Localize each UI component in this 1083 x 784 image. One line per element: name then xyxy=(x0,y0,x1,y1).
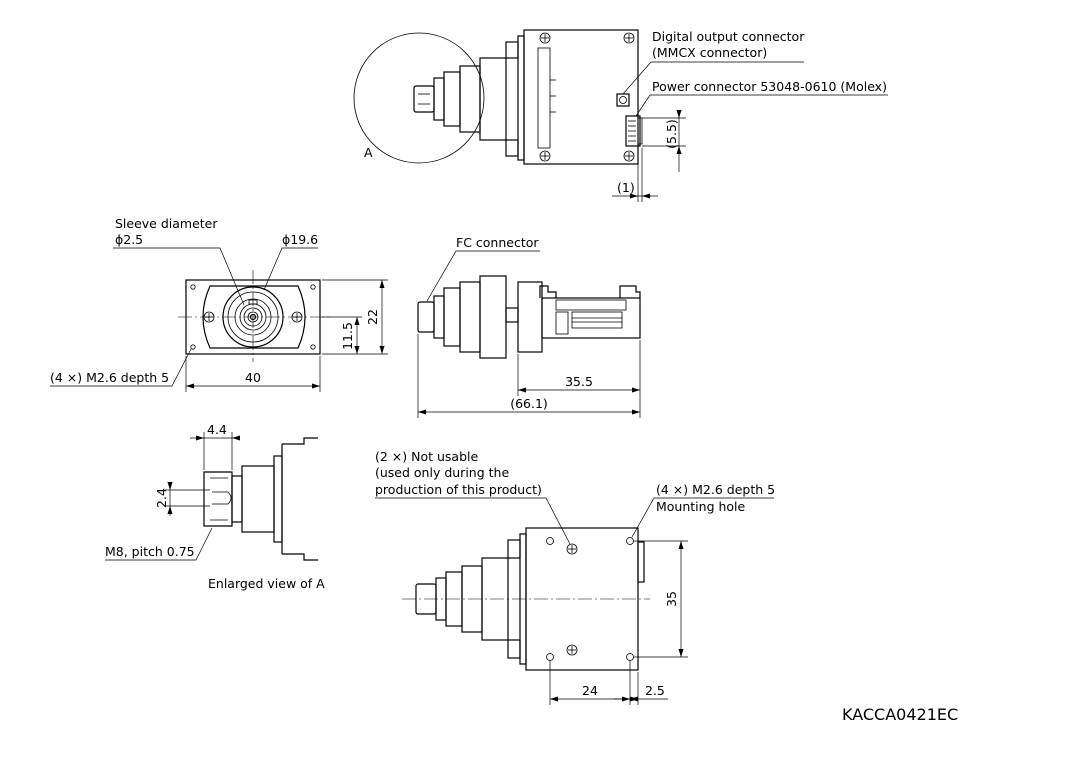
drawing-code: KACCA0421EC xyxy=(842,705,958,724)
top-connector-tip xyxy=(413,85,435,113)
front-holes-leader xyxy=(50,348,192,387)
mmcx-connector xyxy=(616,93,630,107)
mount-label-2: Mounting hole xyxy=(656,499,746,514)
phi-19-6-leader xyxy=(263,247,318,291)
side-block xyxy=(517,281,543,353)
front-holes-label: (4 ×) M2.6 depth 5 xyxy=(50,370,169,385)
enlarged-ring xyxy=(231,475,243,523)
power-connector xyxy=(625,115,641,147)
front-view: Sleeve diameter ϕ2.5 ϕ19.6 22 11.5 40 (4… xyxy=(50,216,388,392)
front-sleeve xyxy=(249,313,257,321)
bottom-tab-upper xyxy=(507,539,521,559)
side-connector-nut xyxy=(443,287,461,347)
dim-2-4: 2.4 xyxy=(154,488,169,508)
side-body xyxy=(541,297,641,339)
not-usable-label-3: production of this product) xyxy=(375,482,542,497)
front-flange xyxy=(202,285,306,349)
enlarged-flange xyxy=(281,437,318,561)
top-tab-lower xyxy=(505,139,519,157)
sleeve-label-1: Sleeve diameter xyxy=(115,216,218,231)
top-connector-nut xyxy=(443,71,461,127)
detail-a-circle xyxy=(353,32,485,164)
enlarged-nut xyxy=(241,465,275,533)
side-connector-ring xyxy=(433,295,445,339)
top-body xyxy=(523,29,639,165)
mount-label-1: (4 ×) M2.6 depth 5 xyxy=(656,482,775,497)
thread-leader xyxy=(105,527,213,561)
side-connector-body xyxy=(459,281,481,353)
dim-1: (1) xyxy=(617,180,635,195)
side-connector-flange xyxy=(479,275,507,359)
enlarged-body xyxy=(273,455,283,543)
dim-2-5: 2.5 xyxy=(645,683,665,698)
not-usable-label-2: (used only during the xyxy=(375,465,509,480)
side-clip-left xyxy=(539,285,557,298)
fc-connector-label: FC connector xyxy=(456,235,539,250)
mount-leader xyxy=(631,497,774,538)
power-connector-leader xyxy=(635,94,888,117)
top-view: A xyxy=(353,29,888,202)
detail-a-label: A xyxy=(364,145,373,160)
top-connector-ring xyxy=(433,77,445,121)
dim-66-1: (66.1) xyxy=(510,396,548,411)
top-connector-flange xyxy=(479,57,507,141)
dim-11-5: 11.5 xyxy=(340,322,355,350)
digital-connector-label-2: (MMCX connector) xyxy=(652,45,767,60)
top-plate xyxy=(517,35,525,161)
side-connector-tip xyxy=(417,301,435,333)
dim-40: 40 xyxy=(245,370,261,385)
enlarged-view: 4.4 2.4 M8, pitch 0.75 Enlarged view of … xyxy=(105,422,325,591)
side-tab xyxy=(505,307,519,323)
fc-connector-leader xyxy=(426,250,540,302)
enlarged-caption: Enlarged view of A xyxy=(208,576,325,591)
dim-24: 24 xyxy=(582,683,598,698)
bottom-side-tab xyxy=(637,541,645,583)
top-connector-body xyxy=(459,65,481,133)
dim-35: 35 xyxy=(664,591,679,607)
digital-connector-label-1: Digital output connector xyxy=(652,29,805,44)
digital-connector-leader xyxy=(622,61,804,95)
enlarged-tip xyxy=(203,471,233,527)
dim-5-5: (5.5) xyxy=(664,119,679,149)
not-usable-leader xyxy=(375,497,571,545)
sleeve-label-2: ϕ2.5 xyxy=(115,232,143,247)
dim-35-5: 35.5 xyxy=(565,374,593,389)
top-tab-upper xyxy=(505,41,519,59)
dim-22: 22 xyxy=(365,309,380,325)
side-clip-right xyxy=(619,285,641,298)
bottom-tab-lower xyxy=(507,639,521,659)
dim-4-4: 4.4 xyxy=(207,422,227,437)
phi-19-6: ϕ19.6 xyxy=(282,232,318,247)
power-connector-label: Power connector 53048-0610 (Molex) xyxy=(652,79,887,94)
bottom-view: (2 ×) Not usable (used only during the p… xyxy=(375,449,775,705)
front-ring-outer xyxy=(222,286,284,348)
thread-label: M8, pitch 0.75 xyxy=(105,544,195,559)
side-view: FC connector 35.5 (66.1) xyxy=(417,235,641,418)
not-usable-label-1: (2 ×) Not usable xyxy=(375,449,479,464)
top-internal-strip xyxy=(537,47,551,149)
sleeve-leader xyxy=(113,247,245,306)
